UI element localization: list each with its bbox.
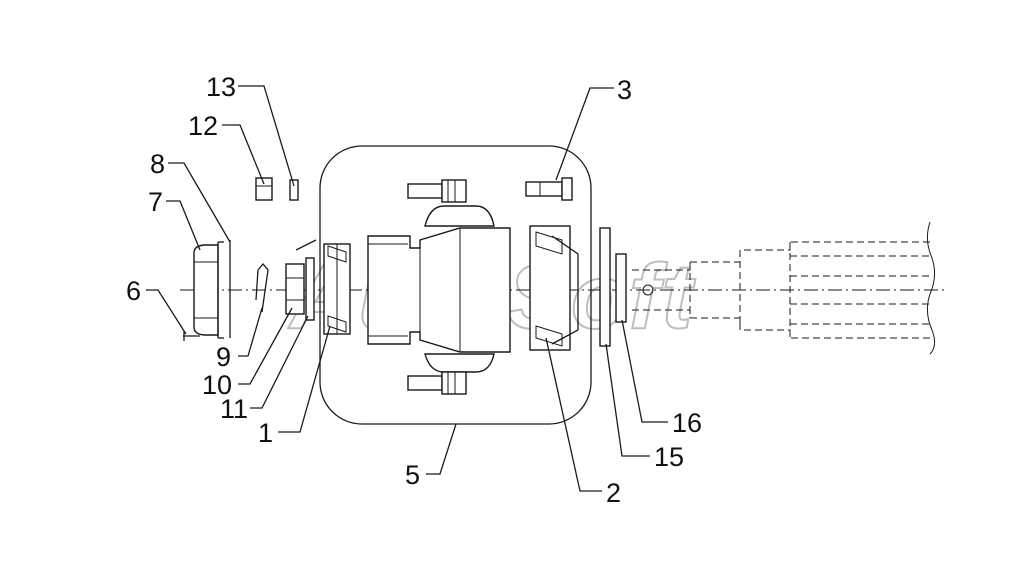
part-9-cotter-pin: [255, 262, 269, 313]
part-3-bolt: [525, 177, 573, 201]
callout-11: 11: [220, 394, 248, 424]
callout-9: 9: [216, 342, 231, 372]
part-6-pin: [183, 331, 200, 341]
hub-stud-bottom: [407, 371, 467, 395]
part-13-small-washer: [289, 179, 299, 201]
callout-3: 3: [617, 75, 632, 105]
part-1-outer-bearing: [323, 243, 351, 335]
callout-5: 5: [405, 460, 420, 490]
callout-8: 8: [150, 149, 165, 179]
callout-12: 12: [188, 111, 218, 141]
callout-15: 15: [654, 442, 684, 472]
part-15-seal: [599, 227, 611, 347]
part-16-ring: [615, 253, 627, 323]
part-2-inner-bearing: [529, 225, 579, 351]
callout-10: 10: [202, 370, 232, 400]
part-12-small-nut: [255, 177, 273, 201]
part-10-11-nut-washer: [285, 239, 317, 321]
axle-spindle: [632, 221, 936, 355]
callout-13: 13: [206, 72, 236, 102]
part-7-hub-cap: [193, 241, 224, 339]
hub-stud-top: [407, 179, 467, 203]
callout-2: 2: [606, 478, 621, 508]
hub-body: [367, 205, 511, 373]
leader-lines: [146, 85, 668, 492]
callout-1: 1: [258, 418, 273, 448]
callout-6: 6: [126, 276, 141, 306]
callout-16: 16: [672, 408, 702, 438]
callout-7: 7: [148, 187, 163, 217]
